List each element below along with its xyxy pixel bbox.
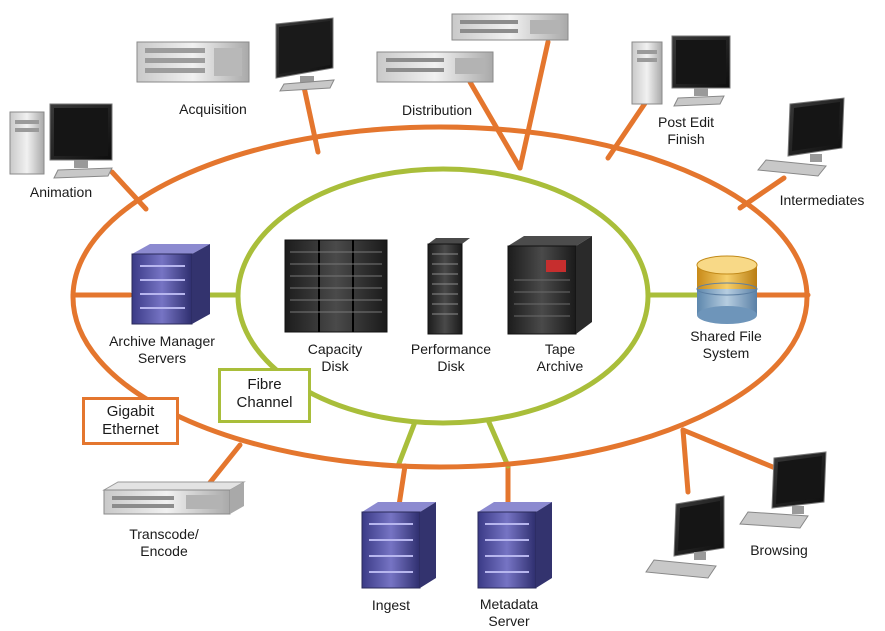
server-cabinet-icon [131, 244, 210, 325]
label-performance-disk: Performance Disk [396, 341, 506, 375]
label-archive-manager-servers: Archive Manager Servers [92, 333, 232, 367]
label-capacity-line1: Capacity [307, 341, 363, 357]
gigabit-ethernet-line1: Gigabit [106, 403, 155, 420]
label-ingest: Ingest [371, 597, 411, 613]
fibre-channel-line1: Fibre [247, 376, 282, 393]
link-browsing-a [680, 427, 691, 495]
fc-link-metadata [485, 417, 511, 469]
fibre-channel-ring [235, 166, 651, 426]
monitor-icon [645, 495, 725, 579]
server-cabinet-icon [477, 502, 552, 589]
label-capacity-disk: Capacity Disk [296, 341, 374, 375]
server-cabinet-icon [361, 502, 436, 589]
label-browsing: Browsing [750, 542, 808, 558]
storage-array-icon [427, 238, 470, 335]
rack-server-icon [102, 481, 246, 515]
fibre-links [202, 292, 700, 469]
tape-library-icon [507, 236, 592, 335]
label-distribution: Distribution [401, 102, 473, 118]
gigabit-ethernet-line2: Ethernet [102, 421, 159, 438]
label-post-edit-line2: Finish [667, 131, 705, 147]
workstation-icon [9, 103, 113, 179]
rack-server-icon [376, 13, 569, 83]
rack-server-with-monitor-icon [136, 17, 335, 92]
link-distribution-a [467, 79, 523, 171]
gigabit-ethernet-ring [70, 124, 810, 470]
database-icon [696, 255, 758, 324]
monitor-icon [757, 97, 845, 177]
label-tape-line1: Tape [544, 341, 576, 357]
label-tape-line2: Archive [536, 358, 584, 374]
fibre-channel-line2: Channel [236, 394, 293, 411]
label-metadata-line1: Metadata [479, 596, 539, 612]
label-performance-line2: Disk [437, 358, 465, 374]
link-animation [109, 169, 149, 212]
label-metadata-line2: Server [488, 613, 530, 629]
label-archive-manager-line2: Servers [137, 350, 187, 366]
label-animation: Animation [29, 184, 93, 200]
label-post-edit-finish: Post Edit Finish [645, 114, 727, 148]
label-intermediates: Intermediates [779, 192, 865, 208]
label-transcode-line2: Encode [140, 543, 188, 559]
monitor-icon [739, 451, 827, 529]
label-transcode-encode: Transcode/ Encode [112, 526, 216, 560]
label-archive-manager-line1: Archive Manager [109, 333, 215, 349]
label-performance-line1: Performance [410, 341, 492, 357]
label-capacity-line2: Disk [321, 358, 349, 374]
link-browsing-b [680, 427, 783, 473]
fibre-channel-label-box: Fibre Channel [218, 368, 311, 423]
label-metadata-server: Metadata Server [466, 596, 552, 630]
storage-array-icon [284, 239, 388, 333]
label-post-edit-line1: Post Edit [657, 114, 715, 130]
label-transcode-line1: Transcode/ [129, 526, 199, 542]
label-shared-file-system: Shared File System [668, 328, 784, 362]
link-distribution-b [517, 39, 551, 171]
link-acquisition [301, 84, 321, 155]
label-tape-archive: Tape Archive [520, 341, 600, 375]
gigabit-ethernet-label-box: Gigabit Ethernet [82, 397, 179, 445]
workstation-icon [631, 35, 731, 107]
label-shared-fs-line1: Shared File [690, 328, 762, 344]
fc-link-ingest [395, 419, 418, 469]
label-acquisition: Acquisition [179, 101, 247, 117]
label-shared-fs-line2: System [702, 345, 750, 361]
